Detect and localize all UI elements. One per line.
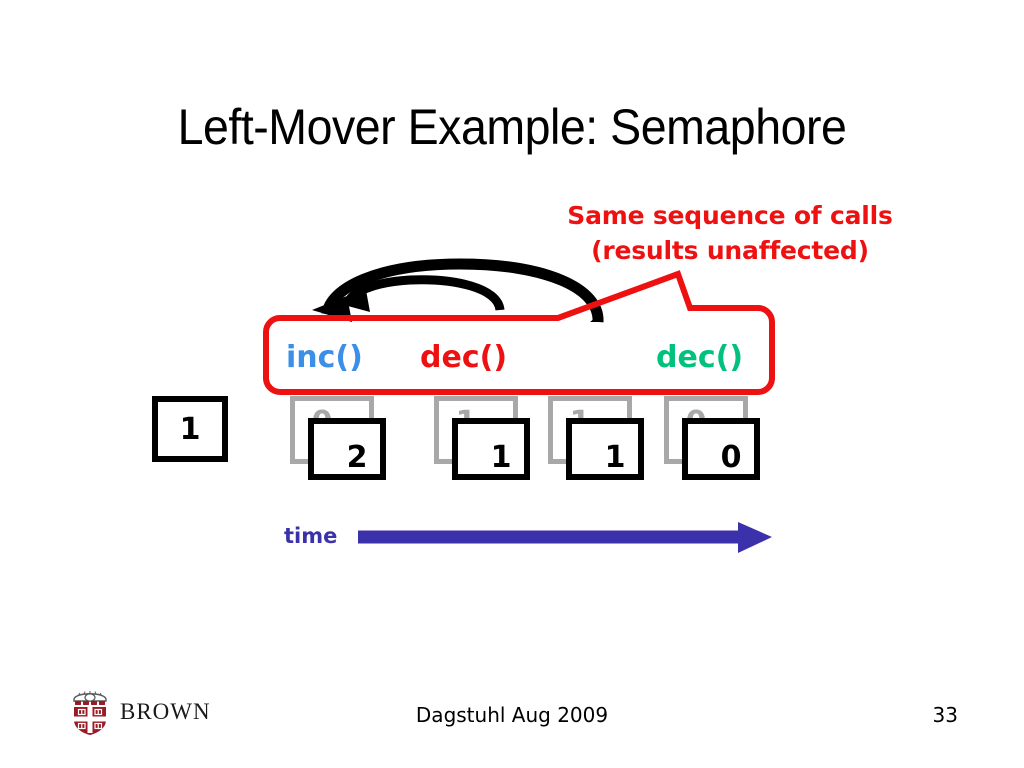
curved-arrow-left-outer-icon (312, 258, 604, 323)
time-arrow-icon (358, 522, 772, 553)
state-box-new-3: 1 (566, 418, 644, 480)
state-box-initial: 1 (152, 396, 228, 462)
call-label-dec-red[interactable]: dec() (420, 340, 508, 375)
state-box-initial-value: 1 (179, 411, 201, 447)
annotation-line-1: Same sequence of calls (567, 201, 893, 230)
annotation-text: Same sequence of calls (results unaffect… (500, 198, 960, 268)
brown-wordmark: BROWN (120, 699, 211, 724)
curved-arrow-left-inner-icon (333, 275, 505, 312)
call-label-inc[interactable]: inc() (286, 340, 363, 375)
call-label-dec-green[interactable]: dec() (656, 340, 744, 375)
state-box-new-1-value: 2 (346, 439, 368, 475)
page-number: 33 (932, 703, 958, 727)
annotation-line-2: (results unaffected) (591, 236, 869, 265)
state-box-new-4: 0 (682, 418, 760, 480)
state-box-new-1: 2 (308, 418, 386, 480)
state-box-new-2: 1 (452, 418, 530, 480)
state-box-new-2-value: 1 (490, 439, 512, 475)
brown-logo: BROWN (68, 688, 268, 736)
timeline-label: time (284, 524, 338, 548)
page-title: Left-Mover Example: Semaphore (177, 99, 847, 155)
state-box-new-3-value: 1 (604, 439, 626, 475)
brown-shield-icon (73, 691, 107, 735)
state-box-new-4-value: 0 (720, 439, 742, 475)
footer-venue: Dagstuhl Aug 2009 (415, 703, 609, 727)
